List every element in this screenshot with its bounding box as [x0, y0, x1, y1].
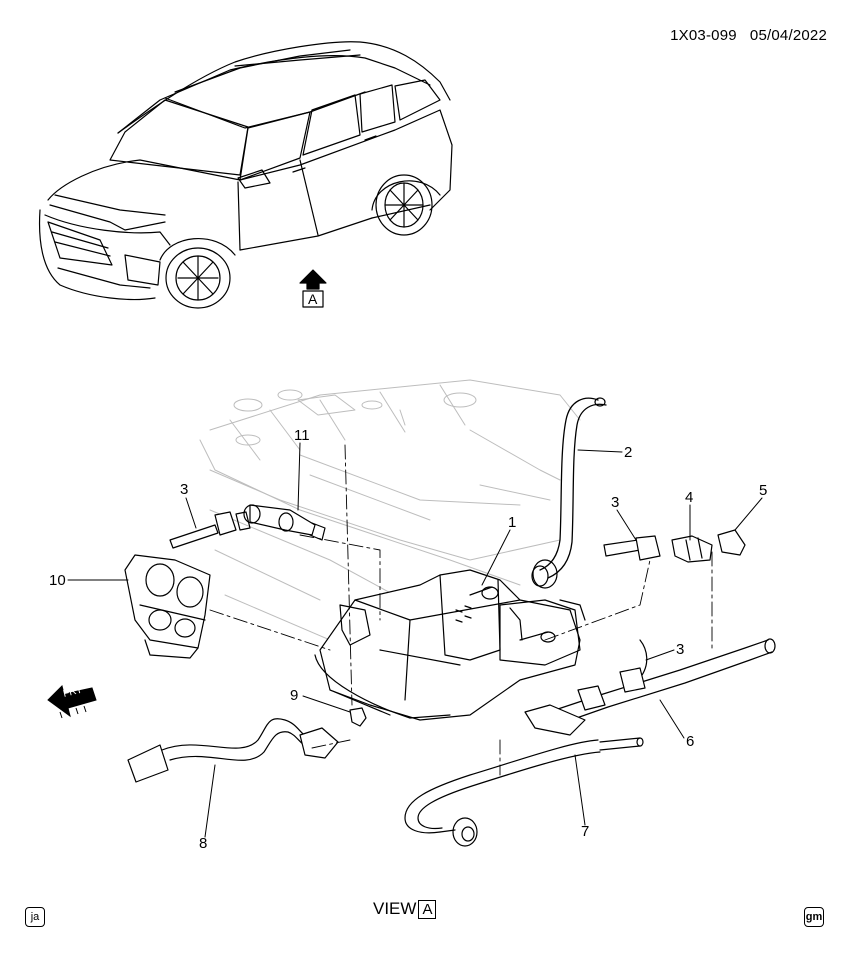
callout-3b: 3: [611, 494, 619, 511]
callout-1: 1: [508, 514, 516, 531]
callout-11: 11: [294, 427, 310, 444]
callout-7: 7: [581, 823, 589, 840]
canister-bracket: [124, 554, 211, 659]
clip-lower-right: [619, 639, 648, 693]
up-arrow-icon: [299, 269, 327, 290]
callout-3a: 3: [180, 481, 188, 498]
vent-hose: [531, 397, 607, 589]
callout-9: 9: [290, 687, 298, 704]
vent-solenoid: [243, 504, 326, 541]
view-arrow-a: [299, 269, 327, 308]
retainer-5: [717, 529, 746, 556]
view-arrow-letter: A: [308, 291, 318, 307]
callout-6: 6: [686, 733, 694, 750]
connector-4: [671, 535, 713, 563]
callout-3c: 3: [676, 641, 684, 658]
callout-2: 2: [624, 444, 632, 461]
frt-arrow-icon: FRT: [47, 685, 97, 719]
grommet-9: [349, 707, 367, 727]
hose-8: [127, 718, 339, 783]
purge-hose-lower: [404, 737, 644, 847]
view-letter: A: [418, 899, 437, 919]
callout-10: 10: [49, 572, 66, 589]
callout-4: 4: [685, 489, 693, 506]
evap-canister: [314, 569, 586, 721]
leader-lines: [67, 442, 763, 838]
frt-label: FRT: [62, 685, 83, 700]
callout-labels: 1 2 3 3 3 4 5 6 7 8 9 10 11 A: [49, 291, 767, 852]
clip-upper-left: [169, 511, 251, 549]
diagram-reference: 1X03-099 05/04/2022: [670, 27, 827, 44]
callout-5: 5: [759, 482, 767, 499]
reference-code: 1X03-099: [670, 27, 737, 44]
assembly-lines: [209, 444, 713, 776]
view-text: VIEW: [373, 899, 417, 918]
vehicle-illustration: [38, 41, 453, 309]
clip-upper-right: [603, 535, 661, 561]
footer-left-logo: ja: [25, 907, 45, 927]
purge-pipe: [524, 638, 776, 736]
reference-date: 05/04/2022: [749, 27, 827, 44]
callout-8: 8: [199, 835, 207, 852]
view-caption: VIEW A: [373, 899, 437, 919]
gm-logo-icon: gm: [804, 907, 824, 927]
